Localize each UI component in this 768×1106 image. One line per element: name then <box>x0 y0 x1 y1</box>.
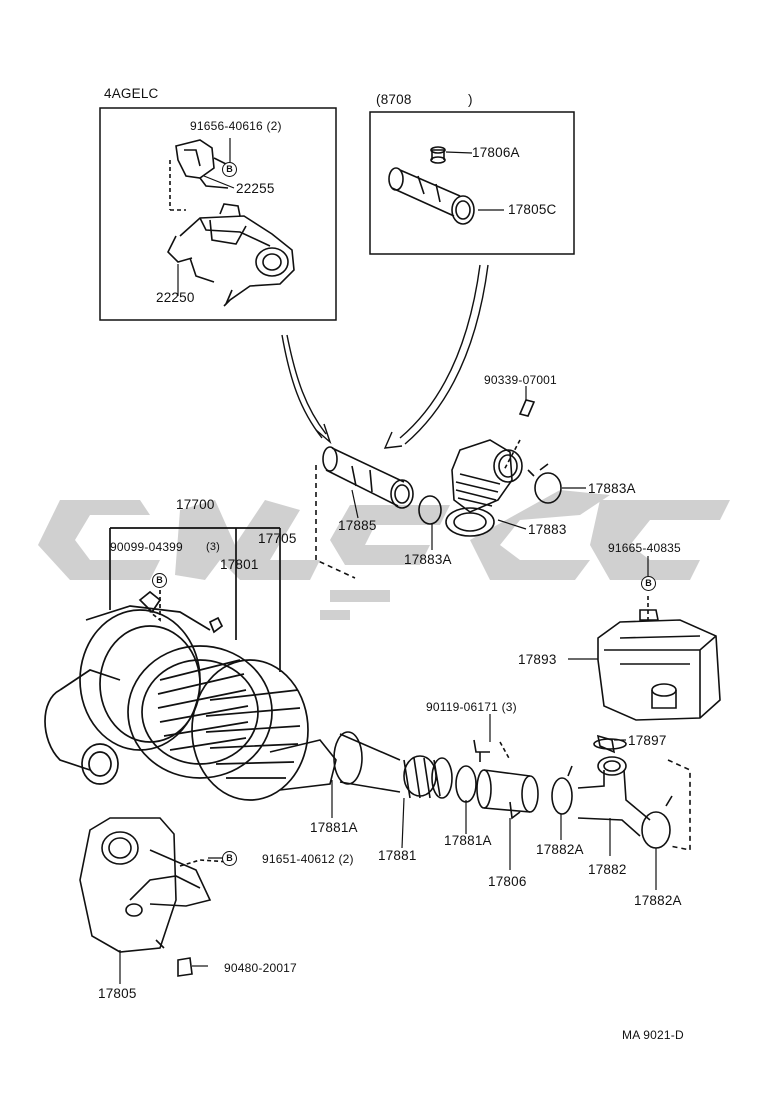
part-label-hose-17881: 17881 <box>378 848 417 863</box>
callout-b-bolt-91656: B <box>222 162 237 177</box>
tee-hose-drawing <box>551 734 691 851</box>
callout-b-bolt-91665: B <box>641 576 656 591</box>
part-label-air-cleaner-17700: 17700 <box>176 497 215 512</box>
part-label-clamp-17897: 17897 <box>628 733 667 748</box>
flow-arrows <box>281 264 489 449</box>
part-label-resonator-17893: 17893 <box>518 652 557 667</box>
inset-frame-right <box>369 111 575 255</box>
part-label-tee-hose-17882: 17882 <box>588 862 627 877</box>
part-label-bolt-91656: 91656-40616 (2) <box>190 119 282 133</box>
part-label-pin-90339: 90339-07001 <box>484 373 557 387</box>
air-cleaner-drawing <box>44 527 309 801</box>
lower-case-drawing <box>79 817 231 977</box>
part-label-bolt-90119: 90119-06171 (3) <box>426 700 517 714</box>
part-label-clamp-17882a-right: 17882A <box>634 893 682 908</box>
inset-right-title-open: (8708 <box>376 92 412 107</box>
part-label-lower-case-17805: 17805 <box>98 986 137 1001</box>
throttle-body-drawing <box>167 139 295 307</box>
part-label-clamp-17883a-left: 17883A <box>404 552 452 567</box>
part-label-bolt-90099-qty: (3) <box>206 541 221 553</box>
drawing-code: MA 9021-D <box>622 1028 684 1042</box>
part-label-element-17801: 17801 <box>220 557 259 572</box>
part-label-clamp-17881a-inlet: 17881A <box>310 820 358 835</box>
part-label-grommet-17806a: 17806A <box>472 145 520 160</box>
part-label-bolt-90099: 90099-04399 <box>110 540 183 554</box>
part-label-clamp-17881a-joint: 17881A <box>444 833 492 848</box>
part-label-bolt-91651: 91651-40612 (2) <box>262 852 354 866</box>
part-label-clamp-17882a-left: 17882A <box>536 842 584 857</box>
callout-b-bolt-91651: B <box>222 851 237 866</box>
part-label-cap-17705: 17705 <box>258 531 297 546</box>
watermark-logo <box>38 490 730 620</box>
part-label-throttle-body-22250: 22250 <box>156 290 195 305</box>
part-label-bracket-22255: 22255 <box>236 181 275 196</box>
pipe-17805c-drawing <box>388 146 475 225</box>
inset-frame-left <box>99 107 337 321</box>
callout-b-bolt-90099: B <box>152 573 167 588</box>
part-label-joint-17806: 17806 <box>488 874 527 889</box>
part-label-hose-17883: 17883 <box>528 522 567 537</box>
pipe-17885-drawing <box>315 446 414 579</box>
resonator-drawing <box>597 596 721 721</box>
inset-right-title-close: ) <box>468 92 473 107</box>
part-label-pipe-17805c: 17805C <box>508 202 557 217</box>
inset-left-title: 4AGELC <box>104 86 159 101</box>
part-label-clamp-17883a-right: 17883A <box>588 481 636 496</box>
inlet-hose-drawing <box>269 731 539 820</box>
part-label-nut-90480: 90480-20017 <box>224 961 297 975</box>
hose-17883-drawing <box>418 399 562 537</box>
part-label-pipe-17885: 17885 <box>338 518 377 533</box>
part-label-bolt-91665: 91665-40835 <box>608 541 681 555</box>
